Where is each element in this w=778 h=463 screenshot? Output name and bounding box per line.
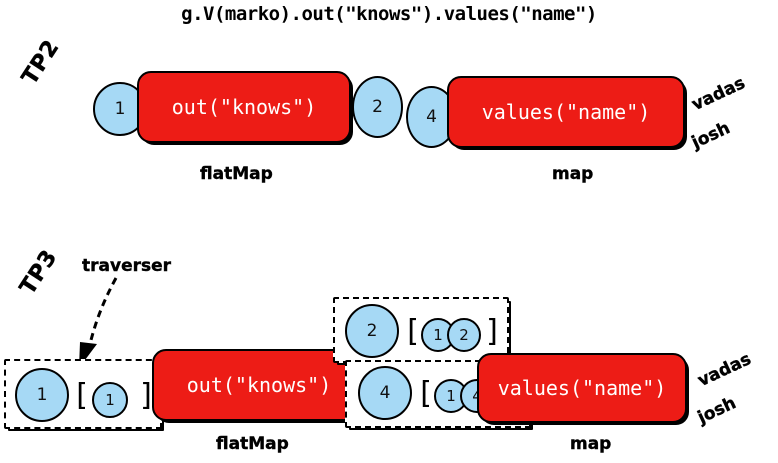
step-label: values("name")	[497, 376, 667, 400]
annotation-traverser: traverser	[82, 256, 172, 276]
traverser-path-item-1-0: 1	[92, 382, 128, 418]
path-close-bracket-1: ]	[138, 378, 157, 413]
path-open-bracket-1: [	[72, 378, 91, 413]
step-kind-map-tp3: map	[570, 434, 612, 454]
step-label: out("knows")	[186, 373, 332, 397]
step-values-name-tp3[interactable]: values("name")	[477, 353, 687, 423]
object-value: 4	[426, 107, 437, 127]
path-open-bracket-2: [	[403, 314, 422, 349]
object-circle-2: 2	[352, 76, 403, 138]
object-value: 1	[36, 385, 48, 405]
step-kind-map-tp2: map	[552, 164, 594, 184]
step-kind-flatmap-tp3: flatMap	[216, 434, 289, 454]
traverser-path-item-2-1: 2	[447, 318, 481, 352]
step-label: values("name")	[481, 100, 651, 124]
step-label: out("knows")	[171, 95, 317, 119]
traverser-object-1: 1	[15, 368, 69, 422]
page-title: g.V(marko).out("knows").values("name")	[181, 3, 597, 25]
traverser-object-4: 4	[358, 366, 412, 420]
step-out-knows-tp2[interactable]: out("knows")	[137, 71, 351, 143]
object-value: 4	[379, 383, 391, 403]
object-value: 2	[366, 321, 378, 341]
path-close-bracket-2: ]	[484, 314, 503, 349]
step-values-name-tp2[interactable]: values("name")	[447, 76, 685, 148]
object-value: 2	[372, 97, 383, 117]
traverser-path-item-3-0: 1	[434, 379, 468, 413]
traverser-object-2: 2	[345, 304, 399, 358]
step-kind-flatmap-tp2: flatMap	[200, 164, 273, 184]
path-open-bracket-3: [	[416, 376, 435, 411]
object-value: 1	[114, 99, 126, 119]
